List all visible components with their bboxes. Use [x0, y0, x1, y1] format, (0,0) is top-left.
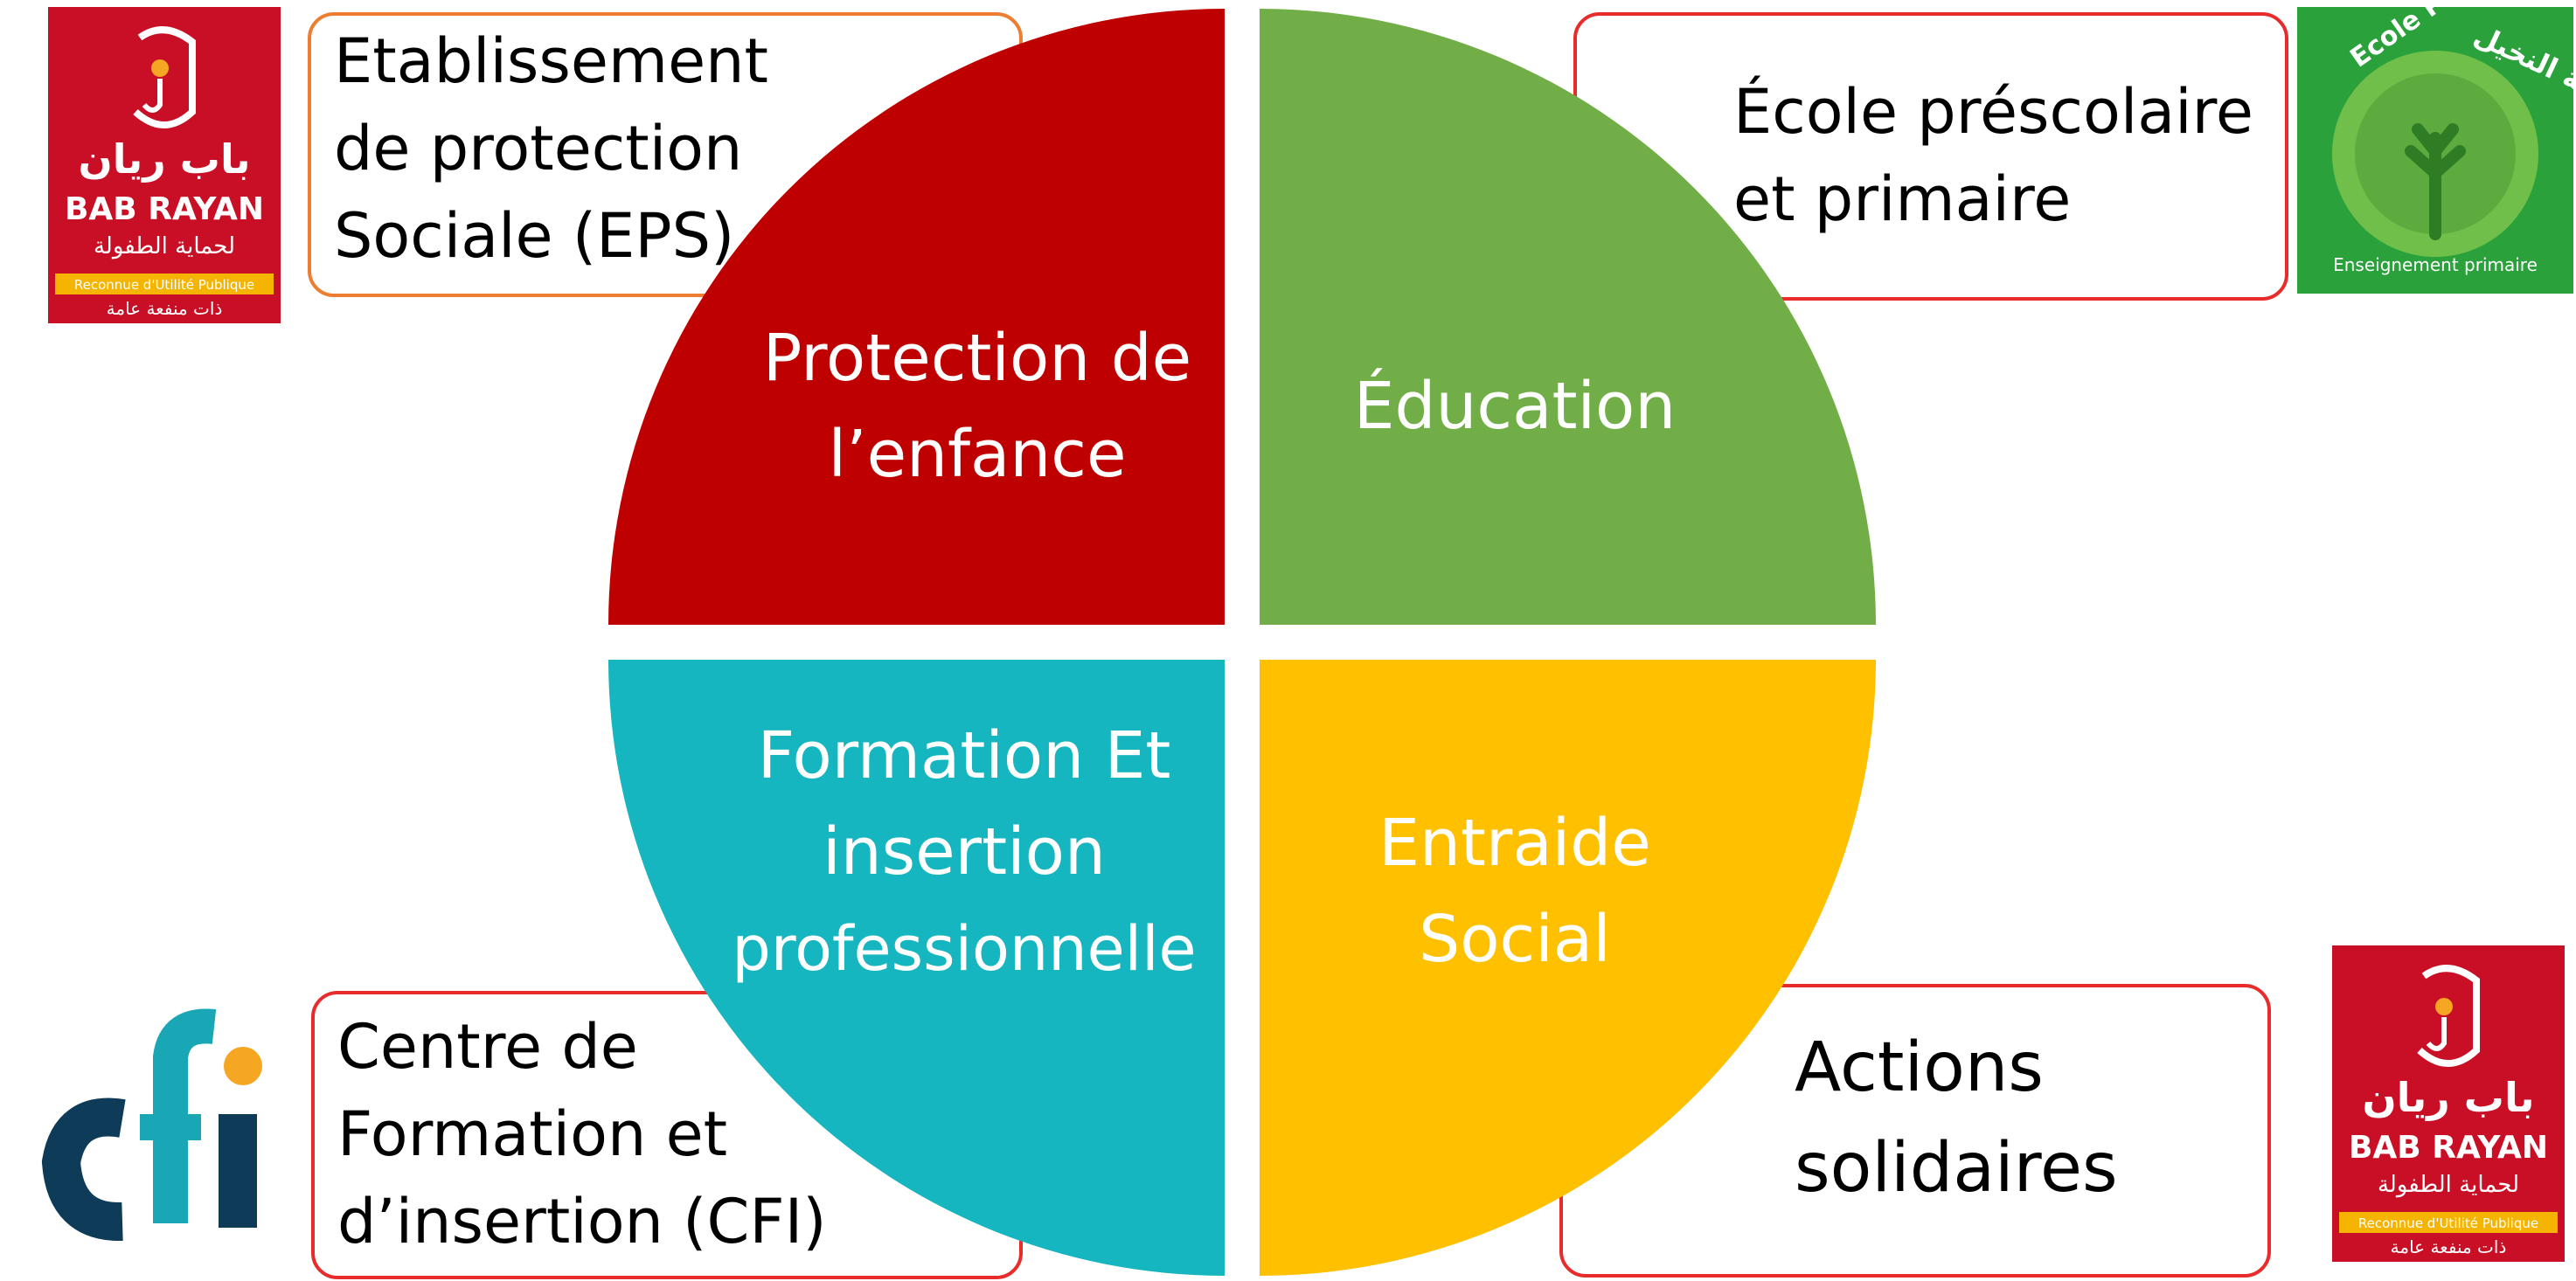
cfi-logo-text: cfi: [17, 1005, 19, 1006]
bab-rayan-logo-bottom: باب ريان BAB RAYAN لحماية الطفولة Reconn…: [2332, 945, 2565, 1262]
bab-rayan-arabic-bottom: باب ريان: [2362, 1074, 2534, 1121]
bab-rayan-logo-top: باب ريان BAB RAYAN لحماية الطفولة Reconn…: [48, 7, 281, 323]
ecole-text: École préscolaire et primaire: [1733, 76, 2253, 235]
protection-label-1: Protection de: [763, 321, 1191, 396]
ecole-palmier-subtitle: Enseignement primaire: [2333, 254, 2538, 275]
bab-rayan-footer-top: ذات منفعة عامة: [107, 298, 223, 319]
formation-label-1: Formation Et: [758, 718, 1171, 793]
education-label: Éducation: [1354, 367, 1676, 444]
formation-label-2: insertion: [823, 814, 1106, 890]
quadrant-entraide: [1260, 660, 1876, 1276]
bab-rayan-footer-bottom: ذات منفعة عامة: [2391, 1236, 2507, 1257]
quadrant-education: [1260, 9, 1876, 625]
cfi-text: Centre de Formation et d’insertion (CFI): [337, 1011, 827, 1257]
protection-label-2: l’enfance: [828, 417, 1126, 492]
actions-text: Actions solidaires: [1795, 1028, 2118, 1208]
bab-rayan-badge-top: Reconnue d'Utilité Publique: [74, 277, 254, 293]
bab-rayan-arabic-top: باب ريان: [78, 135, 250, 183]
bab-rayan-badge-bottom: Reconnue d'Utilité Publique: [2358, 1215, 2538, 1231]
eps-text: Etablissement de protection Sociale (EPS…: [334, 25, 768, 272]
ecole-palmier-logo: Ecole Palmier مدرسة النخيل Enseignement …: [2297, 7, 2573, 294]
quadrant-protection: [608, 9, 1225, 625]
bab-rayan-subtitle-bottom: لحماية الطفولة: [2378, 1172, 2519, 1198]
formation-label-3: professionnelle: [732, 913, 1196, 985]
bab-rayan-name-top: BAB RAYAN: [65, 191, 264, 227]
entraide-label-2: Social: [1419, 902, 1610, 977]
cfi-logo: cfi: [17, 1005, 262, 1242]
entraide-label-1: Entraide: [1378, 806, 1651, 881]
quadrant-formation: [608, 660, 1225, 1276]
bab-rayan-name-bottom: BAB RAYAN: [2349, 1130, 2548, 1166]
bab-rayan-subtitle-top: لحماية الطفولة: [94, 233, 235, 260]
